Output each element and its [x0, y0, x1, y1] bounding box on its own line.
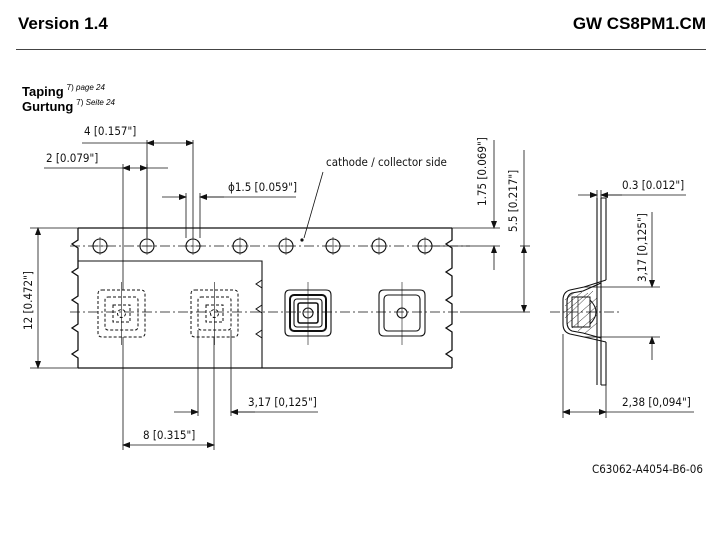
version-label: Version 1.4 [18, 14, 108, 33]
dim-edge-to-holes-label: 1.75 [0.069"] [475, 137, 489, 206]
cathode-note: cathode / collector side [326, 155, 447, 169]
sprocket-holes [91, 237, 434, 255]
dim-tape-width-label: 12 [0.472"] [21, 271, 35, 330]
dim-component-pitch-label: 8 [0.315"] [143, 428, 195, 442]
dim-sprocket-pitch [82, 140, 194, 238]
dim-pitch-label: 4 [0.157"] [84, 124, 136, 138]
dim-pocket-x-label: 3,17 [0,125"] [248, 395, 317, 409]
carrier-tape [70, 227, 470, 369]
dim-hole-dia-label: ϕ1.5 [0.059"] [228, 180, 297, 194]
part-number: GW CS8PM1.CM [572, 14, 706, 33]
cathode-leader [300, 171, 324, 242]
dim-cover-thickness [578, 190, 686, 198]
pocket-with-component [284, 289, 332, 337]
dim-pocket-depth [562, 334, 694, 418]
header-divider [16, 49, 706, 50]
dim-pocket-y [584, 212, 660, 360]
dim-pocket-x [174, 330, 318, 416]
dim-tape-width [30, 227, 78, 369]
empty-pocket [378, 289, 426, 337]
covered-pockets [97, 289, 239, 338]
dim-hole-to-center [460, 150, 530, 313]
dim-hole-to-center-label: 5.5 [0.217"] [506, 170, 520, 232]
dim-hole-to-pocket [44, 164, 168, 290]
dim-pocket-y-label: 3,17 [0,125"] [635, 213, 649, 282]
drawing-id: C63062-A4054-B6-06 [592, 462, 703, 476]
side-view [550, 197, 620, 386]
dim-hole-to-pocket-label: 2 [0.079"] [46, 151, 98, 165]
dim-pocket-depth-label: 2,38 [0,094"] [622, 395, 691, 409]
dim-cover-thickness-label: 0.3 [0.012"] [622, 178, 684, 192]
dim-component-pitch [122, 337, 215, 450]
dim-edge-to-holes [434, 140, 500, 270]
pocket-centre-marks [121, 282, 403, 345]
dim-hole-diameter [162, 193, 296, 238]
